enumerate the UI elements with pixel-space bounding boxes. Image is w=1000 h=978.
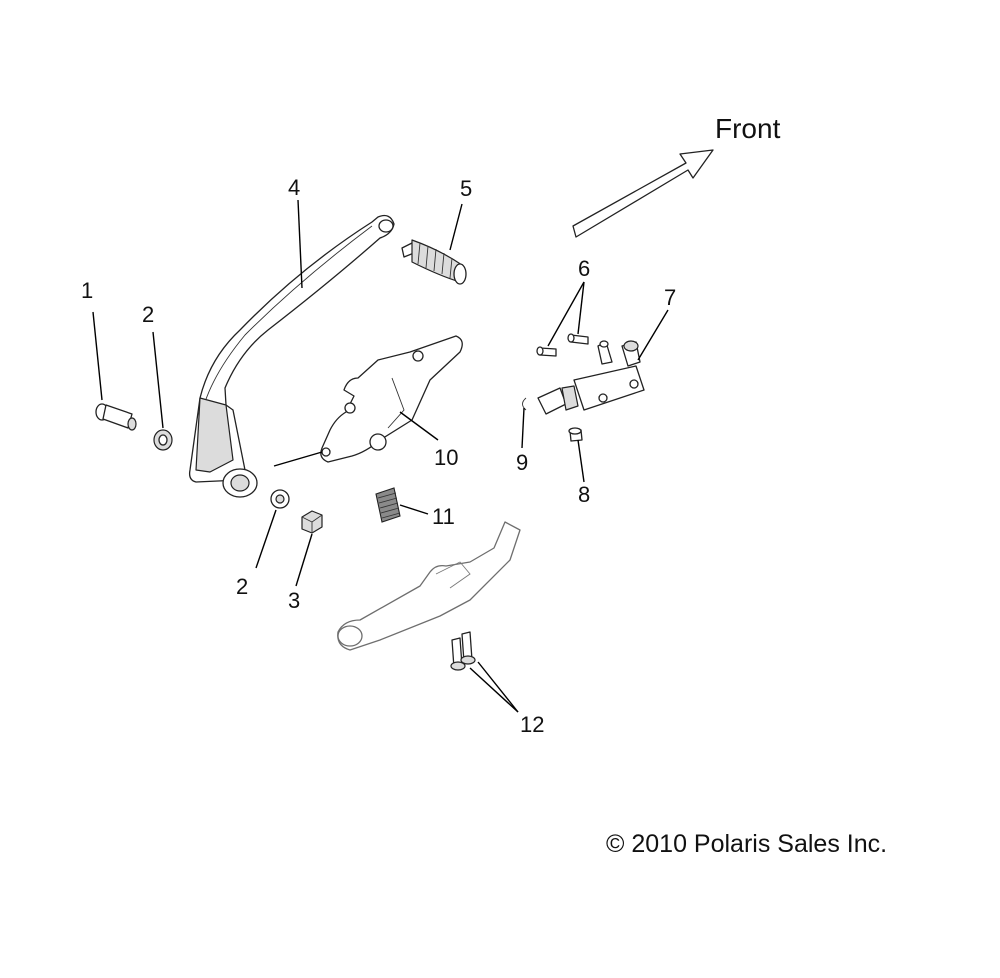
callout-8: 8: [578, 482, 590, 507]
callout-2-lower: 2: [236, 574, 248, 599]
master-cylinder: [537, 340, 645, 415]
leader-lines: [92, 199, 669, 713]
pivot-bolt: [95, 403, 137, 431]
bushing-lower: [270, 489, 290, 509]
callout-3: 3: [288, 588, 300, 613]
callout-6: 6: [578, 256, 590, 281]
front-arrow-icon: [572, 149, 714, 238]
callout-5: 5: [460, 176, 472, 201]
front-label: Front: [715, 113, 781, 144]
pedal-pad: [401, 239, 467, 285]
callout-4: 4: [288, 175, 300, 200]
callout-12: 12: [520, 712, 544, 737]
mounting-bolts: [450, 631, 476, 671]
callout-7: 7: [664, 285, 676, 310]
return-spring: [375, 487, 401, 523]
callout-2-upper: 2: [142, 302, 154, 327]
retaining-clip: [522, 397, 527, 411]
hex-nut: [301, 510, 323, 534]
brake-pedal-arm: [188, 214, 395, 498]
pedal-bracket: [320, 335, 463, 463]
callout-10: 10: [434, 445, 458, 470]
clevis-pins: [536, 333, 589, 357]
dowel-pin: [568, 427, 583, 442]
lower-brake-arm: [337, 521, 521, 651]
bushing-upper: [153, 429, 173, 451]
callout-1: 1: [81, 278, 93, 303]
callout-11: 11: [432, 504, 455, 529]
copyright-notice: © 2010 Polaris Sales Inc.: [606, 830, 887, 858]
callout-9: 9: [516, 450, 528, 475]
